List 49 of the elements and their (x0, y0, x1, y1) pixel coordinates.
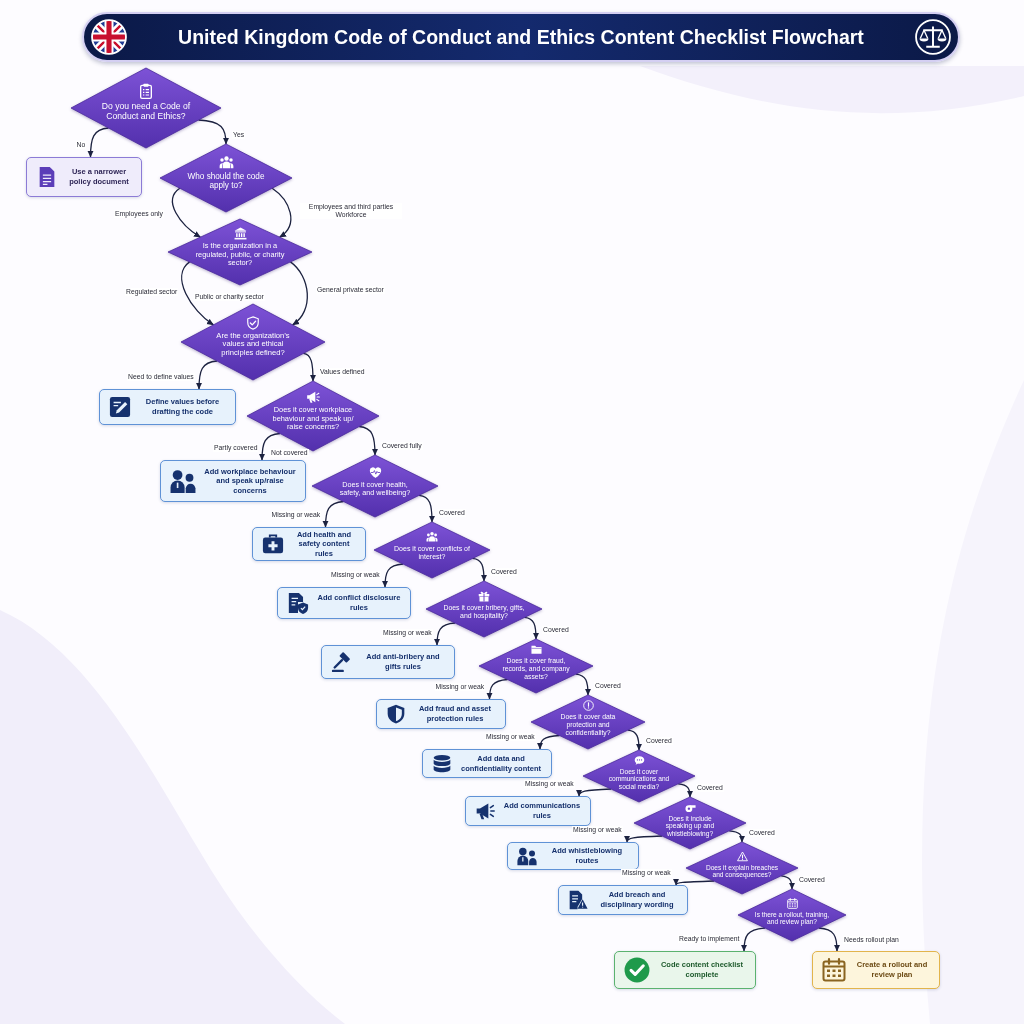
arrow (576, 788, 612, 797)
arrow (674, 878, 715, 886)
arrow (741, 927, 766, 952)
action-box (26, 157, 142, 197)
decision-diamond (160, 144, 292, 212)
decision-diamond (71, 68, 221, 148)
arrow (627, 729, 642, 751)
decision-text: Do you need a Code of Conduct and Ethics? (100, 101, 192, 122)
arrow (289, 261, 308, 326)
arrow (434, 622, 456, 646)
decision-text: Who should the code apply to? (186, 171, 266, 191)
arrow (259, 432, 281, 461)
decision-diamond (738, 889, 846, 941)
action-box (422, 749, 552, 778)
action-box (507, 842, 639, 870)
diagram-title: United Kingdom Code of Conduct and Ethics Content Checklist Flowchart (177, 25, 865, 49)
decision-diamond (583, 750, 695, 802)
arrow (171, 187, 202, 238)
action-box (376, 699, 506, 729)
action-box (160, 460, 306, 502)
arrow (382, 563, 404, 588)
arrow (196, 360, 218, 390)
arrow (358, 425, 378, 456)
arrow (181, 261, 215, 326)
arrow (523, 616, 540, 640)
action-box (321, 645, 455, 679)
action-box (99, 389, 236, 425)
arrow (302, 352, 317, 382)
arrow (728, 830, 745, 843)
decision-diamond (634, 797, 746, 849)
arrow (271, 187, 292, 238)
arrow (537, 734, 561, 750)
arrow (818, 927, 840, 952)
action-box (252, 527, 366, 561)
arrow (486, 678, 509, 700)
outcome-box (812, 951, 940, 989)
arrow (575, 673, 591, 696)
action-box (558, 885, 688, 915)
action-box (277, 587, 411, 619)
outcome-box (614, 951, 756, 989)
decision-diamond (168, 219, 312, 285)
arrow (677, 783, 693, 798)
arrow (87, 127, 110, 158)
arrow (780, 875, 795, 890)
action-box (465, 796, 591, 826)
decision-diamond (686, 842, 798, 894)
arrow (471, 557, 488, 582)
arrow (624, 835, 663, 843)
arrow (418, 494, 436, 523)
